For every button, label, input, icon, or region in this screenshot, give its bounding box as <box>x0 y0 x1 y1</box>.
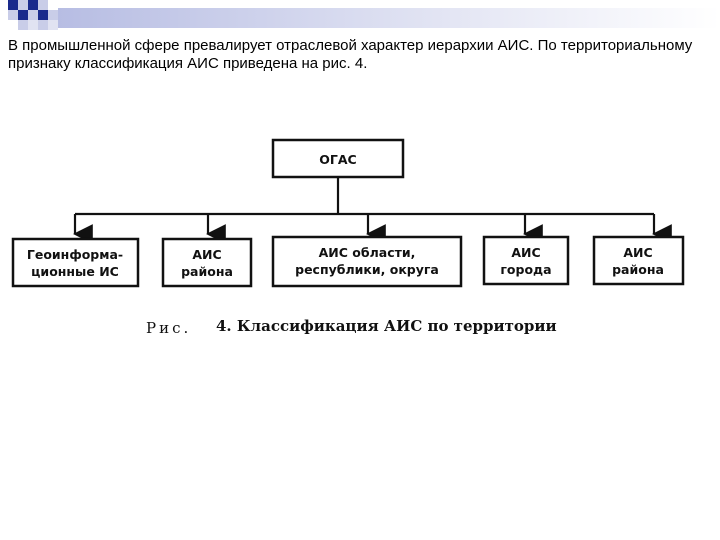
child-label-line1: Геоинформа- <box>27 247 123 262</box>
child-label-line2: республики, округа <box>295 262 439 277</box>
classification-diagram: ОГАС Геоинформа- ционные ИС АИС района А… <box>11 138 685 337</box>
child-label-line1: АИС области, <box>319 245 416 260</box>
child-label-line1: АИС <box>623 245 652 260</box>
child-label-line2: города <box>500 262 551 277</box>
child-node-geoinformation: Геоинформа- ционные ИС <box>11 237 140 288</box>
child-label-line2: ционные ИС <box>31 264 119 279</box>
header-decoration <box>8 0 720 30</box>
intro-text: В промышленной сфере превалирует отрасле… <box>8 37 693 72</box>
header-band <box>0 0 720 36</box>
child-label-line1: АИС <box>511 245 540 260</box>
child-node-city: АИС города <box>482 235 570 286</box>
child-label-line2: района <box>181 264 233 279</box>
child-node-district: АИС района <box>161 237 253 288</box>
root-node: ОГАС <box>271 138 405 179</box>
connectors <box>73 177 672 244</box>
child-node-region: АИС области, республики, округа <box>271 235 463 288</box>
child-label-line1: АИС <box>192 247 221 262</box>
figure-caption-prefix: Рис. <box>146 319 191 337</box>
root-label: ОГАС <box>319 152 356 167</box>
figure-caption: 4. Классификация АИС по территории <box>216 317 557 335</box>
child-label-line2: района <box>612 262 664 277</box>
child-node-district-2: АИС района <box>592 235 685 286</box>
